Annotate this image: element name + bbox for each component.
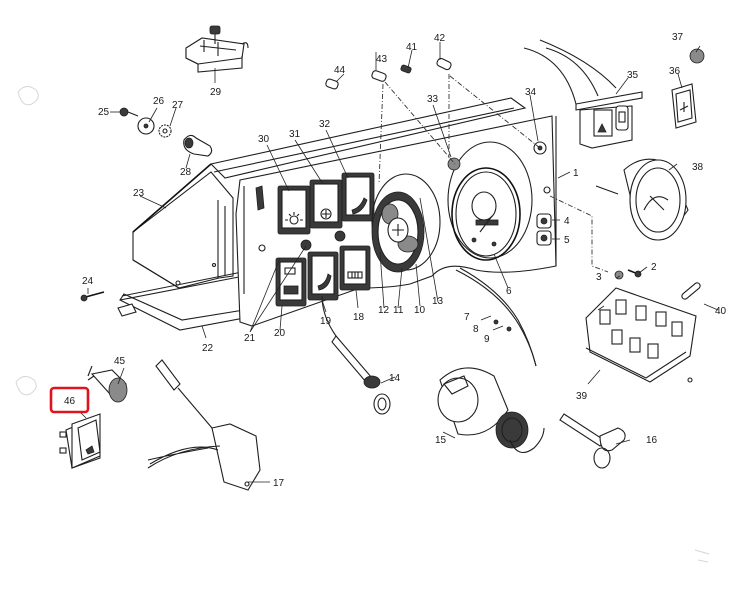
part-9-washer[interactable] (506, 326, 512, 332)
part-43-bulb[interactable] (371, 70, 387, 82)
callout-25: 25 (98, 107, 110, 118)
part-6-speedometer[interactable] (447, 141, 533, 261)
callout-28: 28 (180, 167, 192, 178)
callout-18: 18 (353, 312, 365, 323)
callout-29: 29 (210, 87, 222, 98)
part-27-lock-washer[interactable] (158, 124, 172, 138)
callout-8: 8 (473, 324, 479, 335)
callout-20: 20 (274, 328, 286, 339)
part-38-auxiliary-gauge[interactable] (595, 158, 689, 241)
part-31-hazard-switch[interactable] (309, 179, 343, 229)
part-39-fuse-box[interactable] (585, 287, 697, 383)
callout-43: 43 (376, 54, 388, 65)
part-15-ignition-switch[interactable] (437, 367, 545, 454)
callout-6: 6 (506, 286, 512, 297)
callout-35: 35 (627, 70, 639, 81)
callout-9: 9 (484, 334, 490, 345)
callout-14: 14 (389, 373, 401, 384)
part-24-screw[interactable] (80, 291, 105, 302)
part-35-switch-block[interactable] (523, 39, 643, 149)
part-20-switch[interactable] (275, 257, 307, 307)
callout-38: 38 (692, 162, 704, 173)
part-2-screw[interactable] (627, 269, 642, 278)
part-34-indicator-lamp[interactable] (533, 141, 547, 155)
part-29-switch-block[interactable] (185, 25, 249, 73)
part-25-screw[interactable] (119, 107, 139, 117)
callout-30: 30 (258, 134, 270, 145)
callout-40: 40 (715, 306, 727, 317)
callout-24: 24 (82, 276, 94, 287)
callout-33: 33 (427, 94, 439, 105)
part-37-cap[interactable] (689, 48, 705, 64)
part-40-fuse[interactable] (681, 282, 702, 301)
callout-26: 26 (153, 96, 165, 107)
part-7-speedo-cable[interactable] (455, 267, 537, 367)
callout-19: 19 (320, 316, 332, 327)
part-28-knob[interactable] (183, 134, 213, 157)
part-44-bulb[interactable] (325, 78, 339, 90)
part-32-rocker-switch[interactable] (341, 172, 375, 222)
callout-3: 3 (596, 272, 602, 283)
callout-4: 4 (564, 216, 570, 227)
callout-22: 22 (202, 343, 214, 354)
callout-17: 17 (273, 478, 285, 489)
part-19-switch[interactable] (307, 251, 339, 301)
callout-36: 36 (669, 66, 681, 77)
highlight-box-part-46[interactable] (49, 386, 90, 414)
part-26-washer[interactable] (137, 117, 155, 135)
callout-41: 41 (406, 42, 418, 53)
part-21-warning-lamps[interactable] (300, 230, 346, 251)
callout-21: 21 (244, 333, 256, 344)
part-30-lighting-switch[interactable] (277, 185, 311, 235)
callout-27: 27 (172, 100, 184, 111)
callout-16: 16 (646, 435, 658, 446)
callout-42: 42 (434, 33, 446, 44)
callout-45: 45 (114, 356, 126, 367)
assembly-lines (378, 74, 609, 273)
part-5-indicator[interactable] (536, 230, 552, 246)
callout-1: 1 (573, 168, 579, 179)
callout-11: 11 (393, 305, 404, 316)
part-36-rocker-switch[interactable] (671, 83, 697, 129)
callout-46: 46 (64, 396, 76, 407)
part-23-side-panel[interactable] (132, 163, 234, 289)
scan-artifacts (15, 86, 710, 563)
callout-13: 13 (432, 296, 444, 307)
callout-12: 12 (378, 305, 390, 316)
callout-39: 39 (576, 391, 588, 402)
callout-7: 7 (464, 312, 470, 323)
part-45-connector[interactable] (87, 365, 128, 403)
part-10-combination-gauge[interactable] (371, 173, 441, 273)
part-8-screw[interactable] (493, 319, 499, 325)
callout-5: 5 (564, 235, 570, 246)
callout-37: 37 (672, 32, 684, 43)
part-33-warning-lamp[interactable] (447, 157, 461, 171)
callout-23: 23 (133, 188, 145, 199)
callout-34: 34 (525, 87, 537, 98)
part-42-bulb[interactable] (436, 57, 452, 71)
part-46-rocker-switch[interactable] (59, 413, 101, 469)
part-3-nut[interactable] (614, 270, 624, 280)
part-41-bulb[interactable] (400, 64, 412, 74)
callout-10: 10 (414, 305, 426, 316)
part-4-indicator[interactable] (536, 213, 552, 229)
callout-31: 31 (289, 129, 301, 140)
part-17-stalk-switch[interactable] (147, 359, 261, 491)
part-16-key[interactable] (559, 413, 626, 469)
leader-lines (79, 42, 719, 483)
part-18-switch[interactable] (339, 245, 371, 291)
callout-2: 2 (651, 262, 657, 273)
callout-44: 44 (334, 65, 346, 76)
callout-32: 32 (319, 119, 331, 130)
callout-15: 15 (435, 435, 447, 446)
callout-labels: 1 2 3 4 5 6 7 8 9 10 11 12 13 14 15 16 1… (64, 32, 727, 489)
